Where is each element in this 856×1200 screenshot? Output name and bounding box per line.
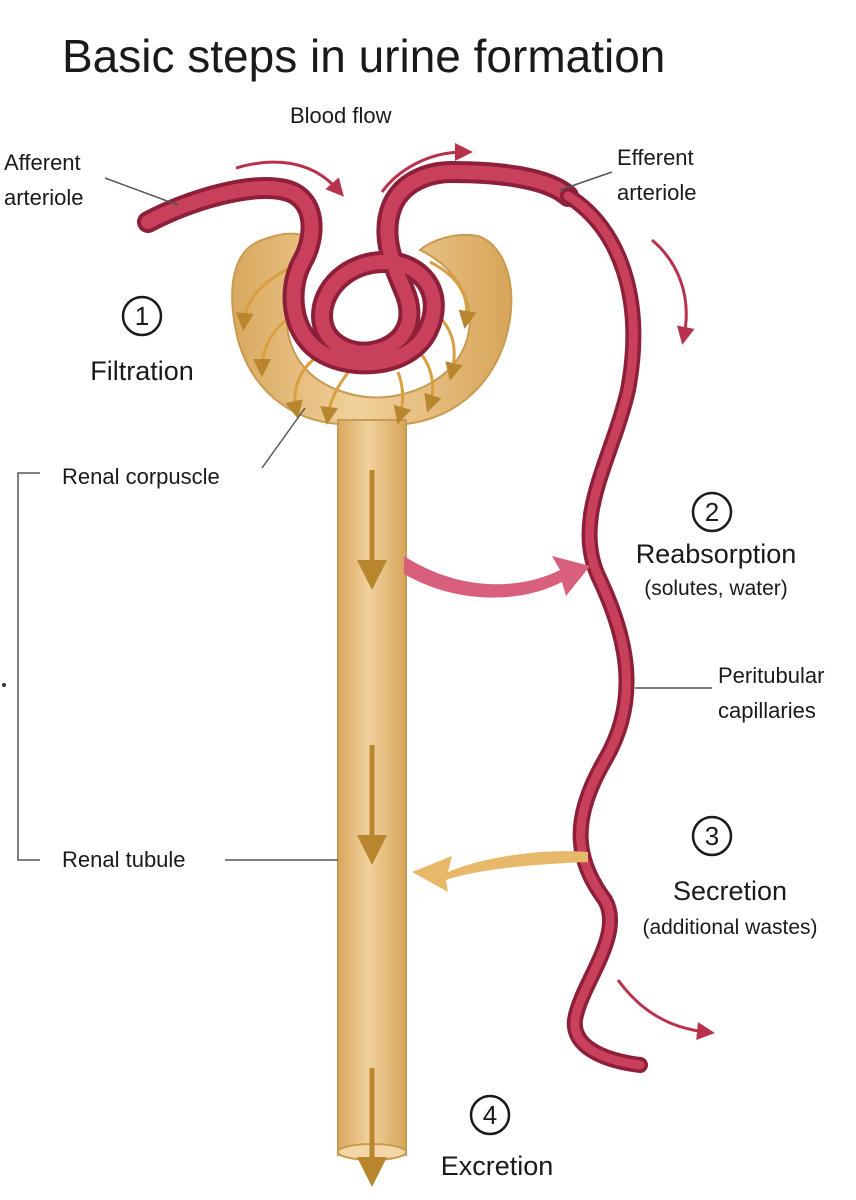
diagram-title: Basic steps in urine formation <box>62 30 665 82</box>
step-1-number: 1 <box>135 301 149 331</box>
bracket-dot <box>2 683 6 687</box>
secretion-arrow <box>412 851 588 892</box>
renal-tubule-label: Renal tubule <box>62 847 186 872</box>
step-3-number: 3 <box>705 821 719 851</box>
peritubular-label-line2: capillaries <box>718 698 816 723</box>
step-2-number: 2 <box>705 497 719 527</box>
step-2-name: Reabsorption <box>636 539 797 569</box>
afferent-label-line1: Afferent <box>4 150 81 175</box>
reabsorption-arrow <box>404 556 590 598</box>
step-3-detail: (additional wastes) <box>642 916 817 939</box>
peritubular-capillary-highlight <box>563 191 645 1070</box>
renal-corpuscle-label: Renal corpuscle <box>62 464 220 489</box>
glomerulus-vessel-highlight <box>141 164 575 371</box>
blood-flow-arrows <box>235 143 715 1041</box>
peritubular-label-line1: Peritubular <box>718 663 824 688</box>
blood-flow-label: Blood flow <box>290 103 392 128</box>
step-2-detail: (solutes, water) <box>644 577 788 600</box>
step-3-name: Secretion <box>673 876 787 906</box>
step-1-name: Filtration <box>90 356 194 386</box>
step-4-name: Excretion <box>441 1151 554 1181</box>
step-4-number: 4 <box>483 1100 497 1130</box>
efferent-label-line1: Efferent <box>617 145 694 170</box>
leader-lines <box>17 171 712 861</box>
afferent-label-line2: arteriole <box>4 185 83 210</box>
step-4-circle <box>469 1094 511 1136</box>
step-2-circle <box>691 491 733 533</box>
step-3-circle <box>691 815 733 857</box>
step-1-circle <box>121 295 163 337</box>
efferent-label-line2: arteriole <box>617 180 696 205</box>
